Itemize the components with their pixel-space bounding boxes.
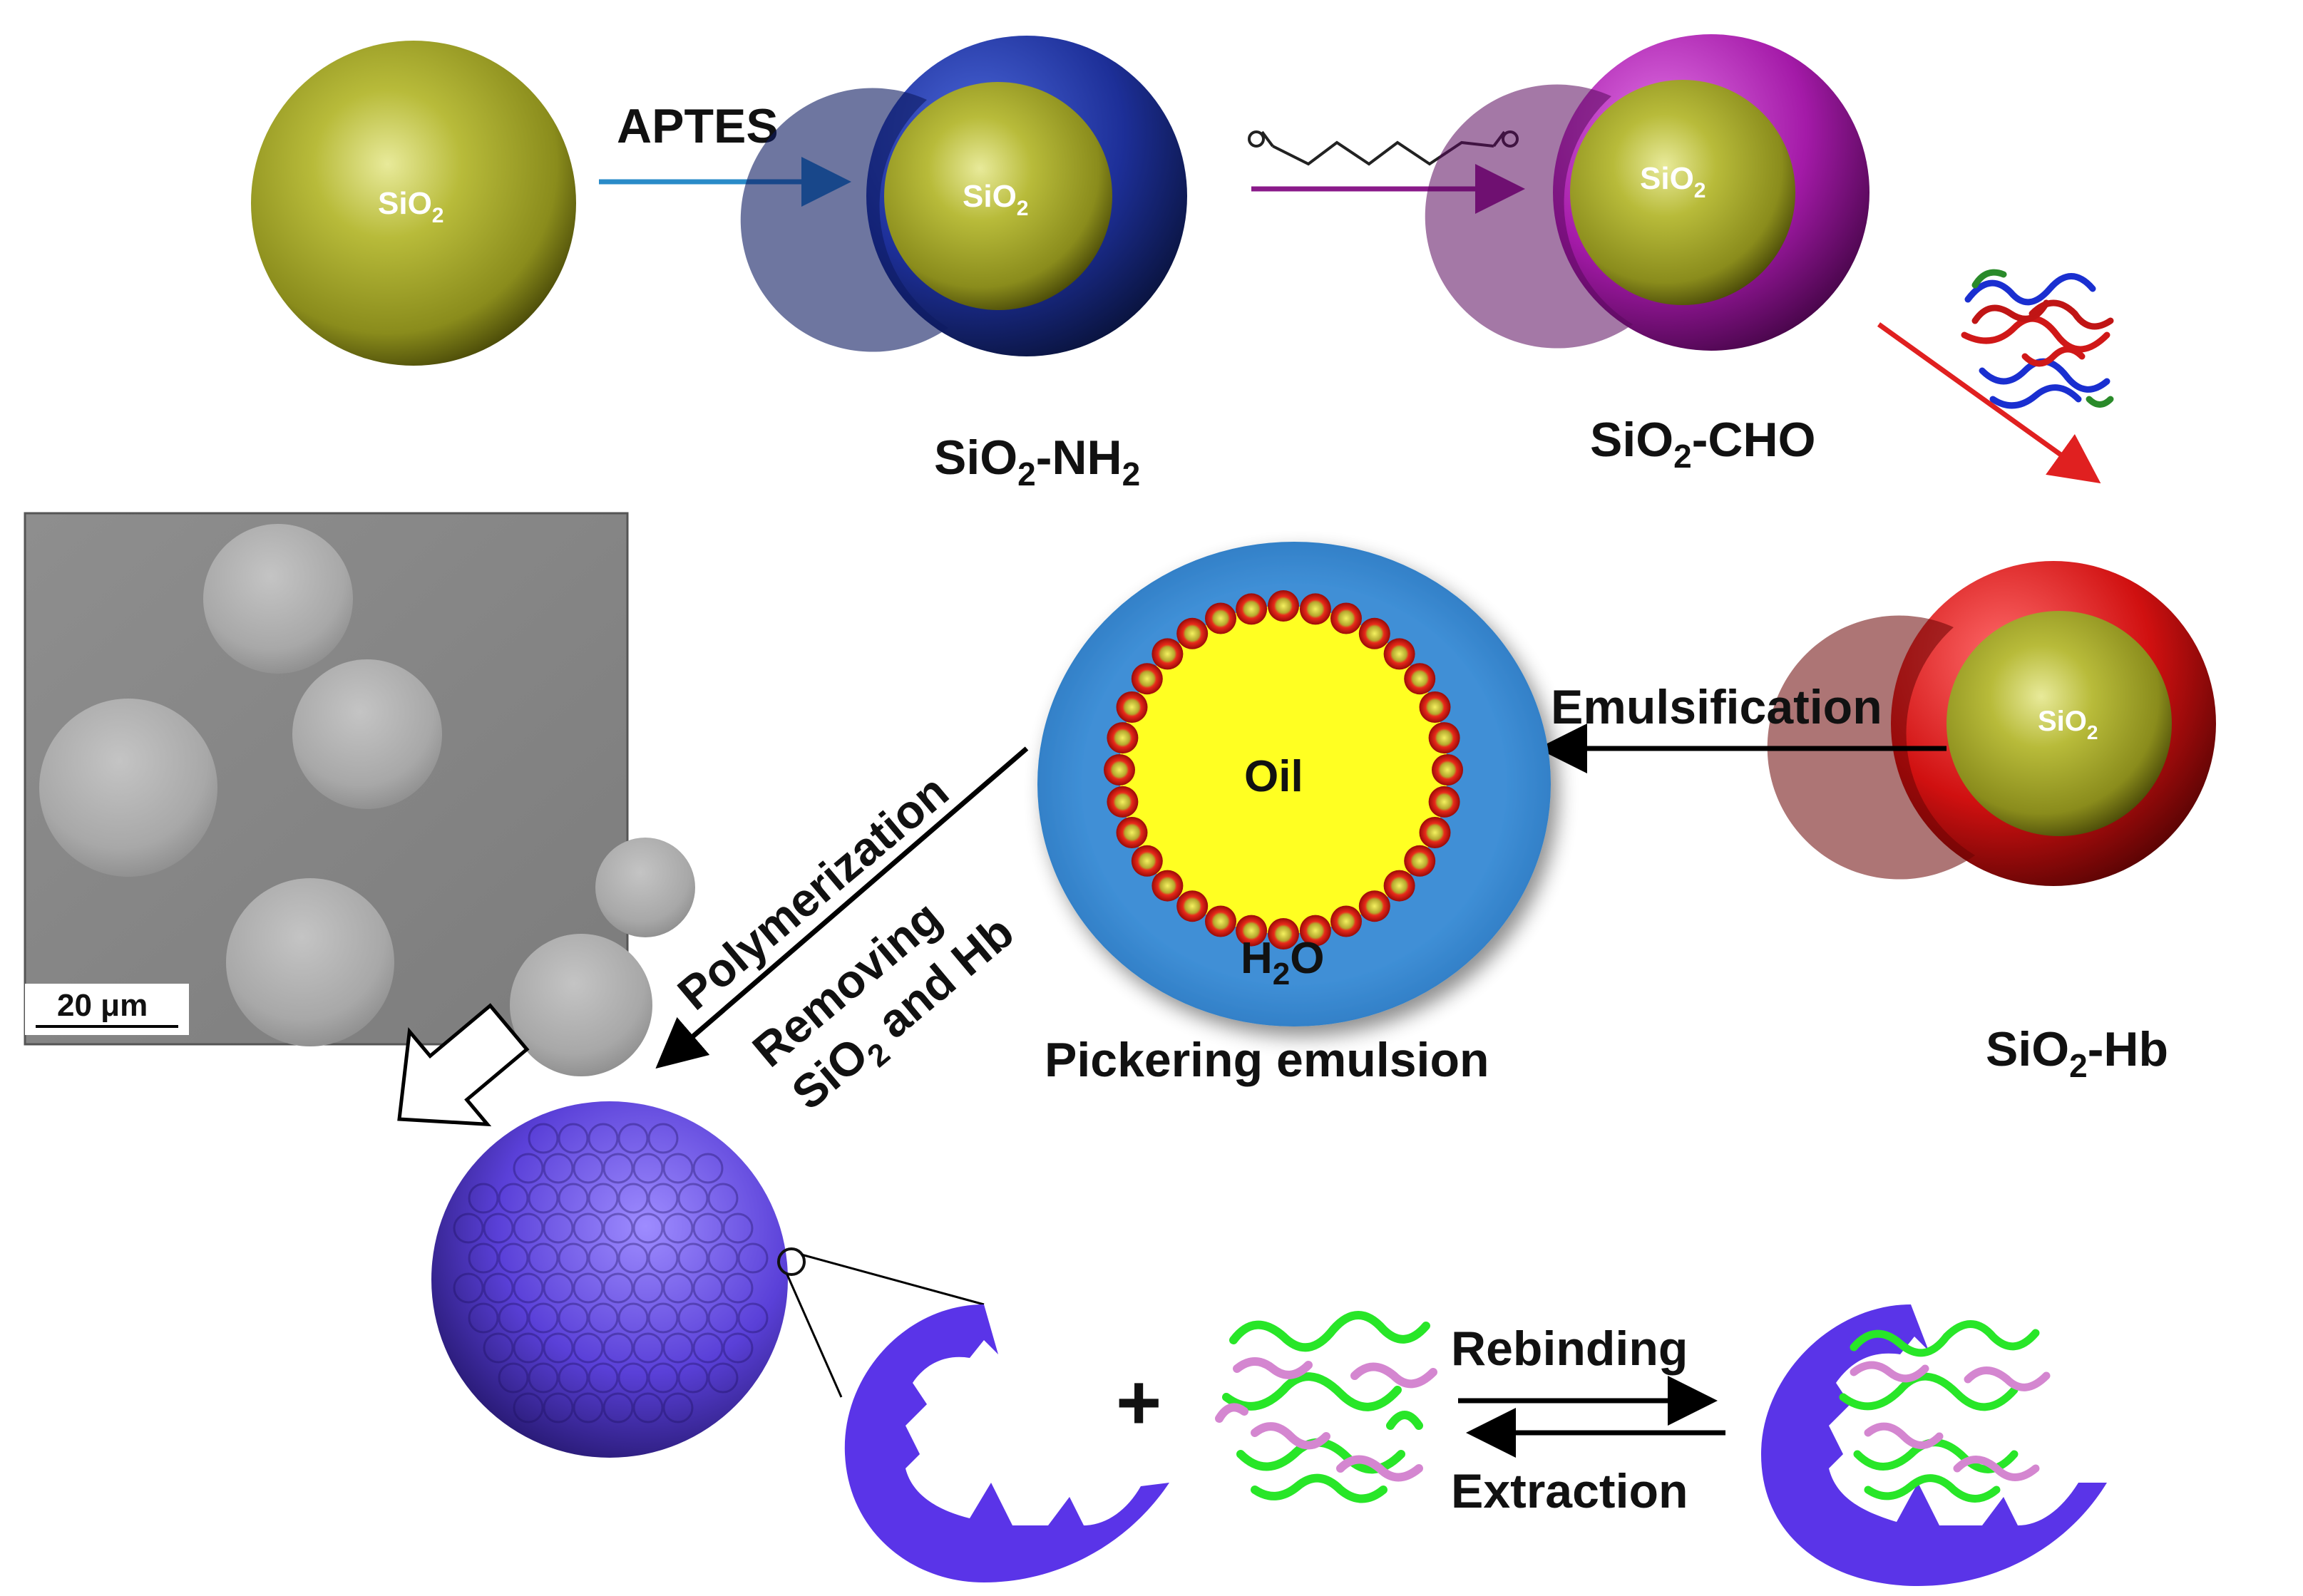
hollow-arrow-icon: [397, 1003, 530, 1127]
sem-micrograph: 20 μm: [24, 512, 695, 1076]
plus-sign: +: [1116, 1359, 1161, 1446]
hemoglobin-particle-label: SiO2-Hb: [1986, 1022, 2168, 1084]
aldehyde-core-label-sub: 2: [1694, 179, 1706, 202]
silica-hb-bead: [1404, 845, 1436, 877]
silica-hb-bead: [1152, 870, 1184, 902]
oil-label: Oil: [1244, 752, 1303, 801]
svg-text:SiO2: SiO2: [378, 186, 443, 227]
silica-hb-bead: [1107, 722, 1139, 754]
emulsification-step: Emulsification: [1537, 680, 1946, 773]
silica-hb-bead: [1358, 890, 1390, 922]
svg-text:SiO2: SiO2: [1640, 161, 1706, 202]
silica-hb-bead: [1116, 691, 1148, 723]
rebinding-label: Rebinding: [1451, 1322, 1688, 1376]
silica-hb-bead: [1404, 663, 1436, 695]
silica-hb-bead: [1383, 870, 1415, 902]
water-label: H2O: [1241, 934, 1325, 992]
aptes-label: APTES: [617, 99, 779, 153]
silica-hb-bead: [1176, 617, 1209, 649]
oil-droplet: [1119, 606, 1447, 934]
hemoglobin-structure-icon: [1961, 269, 2114, 409]
silica-hb-bead: [1205, 905, 1236, 937]
protein-arrow: [1877, 322, 2101, 484]
amine-core-label-sub: 2: [1017, 197, 1029, 220]
silica-hb-bead: [1428, 722, 1460, 754]
silica-hb-bead: [1432, 754, 1463, 786]
silica-hb-bead: [1419, 817, 1451, 848]
silica-label: SiO: [378, 186, 432, 221]
hb-core-label-sub: 2: [2087, 721, 2098, 743]
silica-hb-bead: [1330, 602, 1362, 634]
rebinding-extraction: Rebinding Extraction: [1451, 1322, 1725, 1518]
filled-imprint-cavity: [1761, 1304, 2107, 1586]
silica-hb-bead: [1131, 663, 1163, 695]
silica-hb-bead: [1358, 617, 1390, 649]
silica-particle: SiO2: [251, 41, 576, 366]
svg-text:SiO2: SiO2: [963, 179, 1028, 220]
silica-hb-bead: [1268, 918, 1299, 949]
silica-hb-bead: [1176, 890, 1209, 922]
silica-hb-bead: [1116, 817, 1148, 848]
particle-ring: [1104, 590, 1463, 949]
silica-hb-bead: [1152, 638, 1184, 670]
pickering-emulsion-caption: Pickering emulsion: [1045, 1033, 1489, 1087]
empty-imprint-cavity: [844, 1304, 1169, 1582]
hemoglobin-protein-icon: [1215, 1311, 1437, 1503]
silica-hb-bead: [1428, 786, 1460, 818]
polymerization-step: Polymerization Removing SiO2 and Hb: [655, 746, 1029, 1120]
hb-core-label: SiO: [2038, 706, 2087, 737]
silica-hb-bead: [1299, 915, 1331, 947]
aldehyde-core-label: SiO: [1640, 161, 1694, 196]
silica-hb-bead: [1299, 593, 1331, 625]
silica-hb-bead: [1131, 845, 1163, 877]
imprinted-microsphere: [431, 1101, 985, 1458]
extraction-label: Extraction: [1451, 1464, 1688, 1518]
amine-particle-label: SiO2-NH2: [934, 431, 1140, 493]
pickering-emulsion: Oil H2O: [1037, 542, 1551, 1026]
silica-hb-bead: [1268, 590, 1299, 622]
silica-hb-bead: [1205, 602, 1236, 634]
svg-text:SiO2: SiO2: [2038, 706, 2098, 743]
amine-particle: SiO2: [740, 36, 1187, 356]
scale-bar-label: 20 μm: [57, 988, 148, 1023]
polymerization-arrow: [655, 746, 1029, 1069]
silica-hb-bead: [1236, 593, 1268, 625]
zoom-circle: [777, 1247, 806, 1276]
silica-label-sub: 2: [432, 204, 444, 227]
amine-core-label: SiO: [963, 179, 1017, 214]
silica-hb-bead: [1104, 754, 1135, 786]
aldehyde-particle-label: SiO2-CHO: [1590, 413, 1816, 475]
emulsification-label: Emulsification: [1551, 680, 1882, 734]
aldehyde-particle: SiO2: [1425, 34, 1869, 351]
silica-hb-bead: [1383, 638, 1415, 670]
silica-hb-bead: [1330, 905, 1362, 937]
silica-hb-bead: [1236, 915, 1268, 947]
silica-hb-bead: [1419, 691, 1451, 723]
silica-hb-bead: [1107, 786, 1139, 818]
